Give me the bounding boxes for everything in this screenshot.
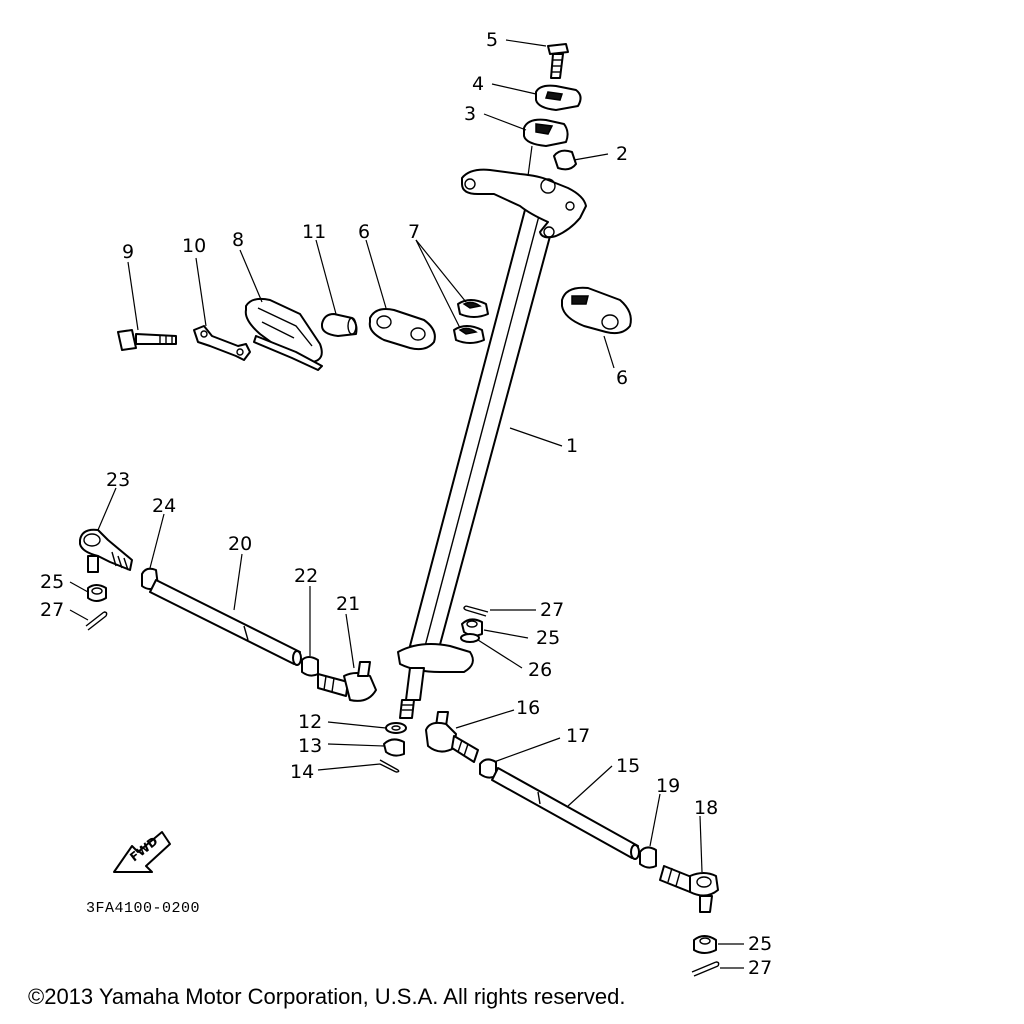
callout-11: 11 xyxy=(302,221,326,243)
callout-9: 9 xyxy=(122,241,134,263)
nut-22 xyxy=(301,656,319,677)
collar-11 xyxy=(321,313,358,337)
upper-bracket xyxy=(461,168,587,239)
part-code: 3FA4100-0200 xyxy=(86,900,200,917)
leader-lines xyxy=(69,39,744,969)
callout-27-right: 27 xyxy=(748,957,772,979)
callout-3: 3 xyxy=(464,103,476,125)
callout-23: 23 xyxy=(106,469,130,491)
tie-rod-end-16 xyxy=(425,711,479,763)
callout-22: 22 xyxy=(294,565,318,587)
bushing-halves-7 xyxy=(453,299,489,344)
washer-12 xyxy=(385,722,407,734)
callout-26: 26 xyxy=(528,659,552,681)
bushing-2 xyxy=(553,149,577,171)
cotter-pin-14 xyxy=(379,759,400,773)
shaft-holder-6-right xyxy=(561,286,632,335)
nut-19 xyxy=(639,846,657,869)
callout-19: 19 xyxy=(656,775,680,797)
collar-bolt-5 xyxy=(547,43,569,79)
callout-16: 16 xyxy=(516,697,540,719)
cotter-pin-27-left xyxy=(85,611,108,631)
callout-24: 24 xyxy=(152,495,176,517)
callout-21: 21 xyxy=(336,593,360,615)
nut-25-left xyxy=(87,584,107,602)
callout-25-upper: 25 xyxy=(536,627,560,649)
callout-15: 15 xyxy=(616,755,640,777)
fwd-arrow-icon: FWD xyxy=(113,831,171,873)
copyright-notice: ©2013 Yamaha Motor Corporation, U.S.A. A… xyxy=(28,984,626,1009)
nut-25-right xyxy=(693,935,717,954)
tie-rod-end-23 xyxy=(79,528,133,573)
callout-8: 8 xyxy=(232,229,244,251)
callout-14: 14 xyxy=(290,761,314,783)
plate-8 xyxy=(244,297,323,371)
cotter-pin-27-right xyxy=(691,961,720,977)
callout-20: 20 xyxy=(228,533,252,555)
callout-12: 12 xyxy=(298,711,322,733)
clamp-lower-3 xyxy=(523,118,569,147)
nut-13 xyxy=(383,738,405,757)
bolt-9 xyxy=(117,329,177,351)
tie-rod-end-21 xyxy=(317,661,377,702)
callout-25-left: 25 xyxy=(40,571,64,593)
callout-1: 1 xyxy=(566,435,578,457)
callout-6-right: 6 xyxy=(616,367,628,389)
shaft-holder-6-left xyxy=(368,308,436,351)
callout-18: 18 xyxy=(694,797,718,819)
tie-rod-20 xyxy=(149,579,302,666)
callout-13: 13 xyxy=(298,735,322,757)
callout-17: 17 xyxy=(566,725,590,747)
cotter-pin-27-upper xyxy=(463,605,489,617)
tie-rod-end-18 xyxy=(659,865,719,913)
callout-2: 2 xyxy=(616,143,628,165)
callout-4: 4 xyxy=(472,73,484,95)
callout-10: 10 xyxy=(182,235,206,257)
tie-rod-15 xyxy=(491,767,640,860)
washer-26 xyxy=(460,633,480,643)
callout-7: 7 xyxy=(408,221,420,243)
clamp-upper-4 xyxy=(535,84,582,111)
callout-5: 5 xyxy=(486,29,498,51)
callout-25-right: 25 xyxy=(748,933,772,955)
callout-27-left: 27 xyxy=(40,599,64,621)
callout-6-left: 6 xyxy=(358,221,370,243)
callout-27-upper: 27 xyxy=(540,599,564,621)
callout-labels: 1 2 3 4 5 6 6 7 8 9 10 11 12 13 14 15 16… xyxy=(40,29,772,979)
lock-washer-10 xyxy=(193,325,251,361)
